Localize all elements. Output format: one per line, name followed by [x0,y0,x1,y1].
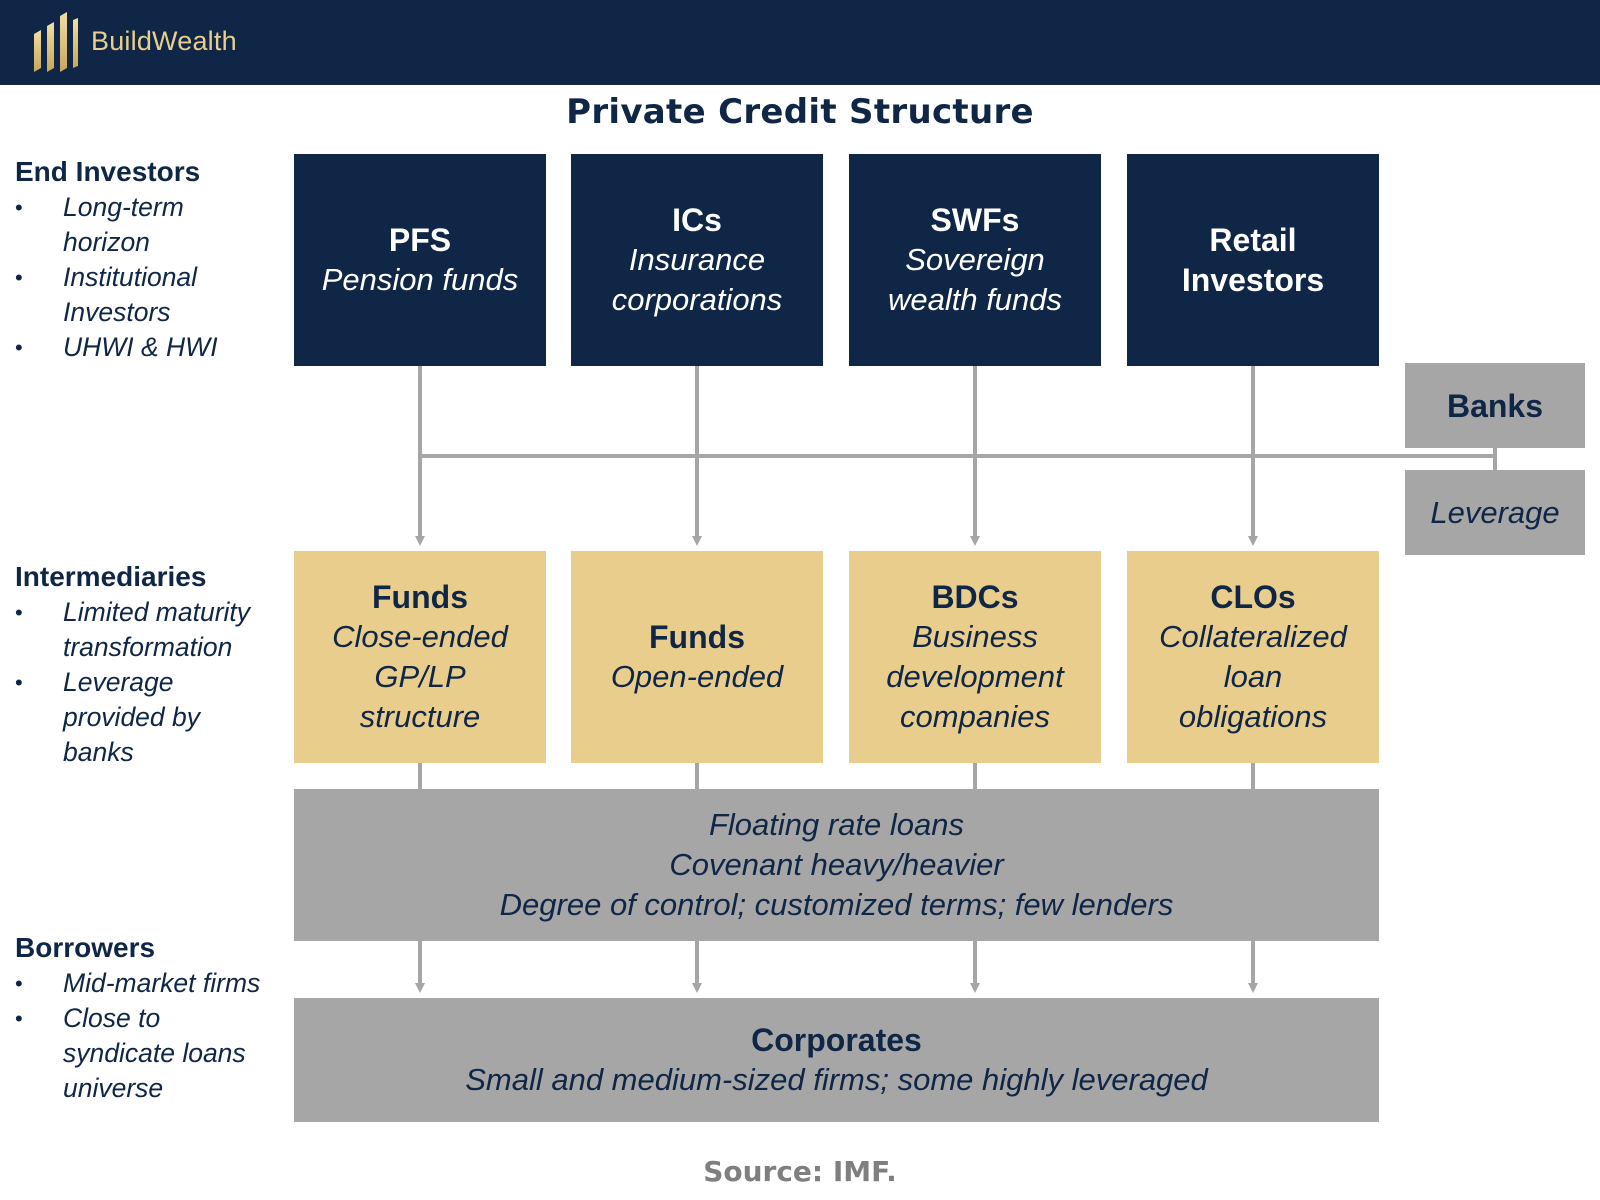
investor-box-swfs: SWFs Sovereign wealth funds [849,154,1101,366]
investor-title: PFS [388,222,452,258]
intermediary-title: Funds [372,579,468,615]
brand-name: BuildWealth [91,26,237,56]
intermediary-title: CLOs [1210,579,1296,615]
intermediary-box-bdcs: BDCs Business development companies [849,551,1101,763]
loans-characteristics-box: Floating rate loans Covenant heavy/heavi… [294,789,1379,941]
intermediary-subtitle: Collateralized loan obligations [1159,619,1347,734]
investor-box-retail: Retail Investors [1127,154,1379,366]
intermediaries-bullet: Leverage provided by banks [15,665,265,770]
page-title: Private Credit Structure [566,92,1034,132]
banks-label: Banks [1446,387,1544,424]
intermediaries-bullet: Limited maturity transformation [15,595,265,665]
intermediary-subtitle: Open-ended [610,659,784,694]
borrowers-section: Borrowers Mid-market firms Close to synd… [15,932,265,1106]
end-investors-bullet: Long-term horizon [15,190,265,260]
leverage-box: Leverage [1405,470,1585,555]
borrowers-bullet: Close to syndicate loans universe [15,1001,265,1106]
buildwealth-logo-icon [34,12,78,72]
intermediary-box-clos: CLOs Collateralized loan obligations [1127,551,1379,763]
intermediary-subtitle: Close-ended GP/LP structure [332,619,508,734]
intermediary-box-open-funds: Funds Open-ended [571,551,823,763]
intermediary-title: Funds [649,619,745,655]
loans-line: Floating rate loans [708,807,965,842]
intermediary-subtitle: Business development companies [886,619,1064,734]
intermediary-title: BDCs [931,579,1019,615]
source-note: Source: IMF. [703,1155,897,1188]
intermediaries-bullets: Limited maturity transformation Leverage… [15,595,265,770]
borrowers-bullets: Mid-market firms Close to syndicate loan… [15,966,265,1106]
banks-box: Banks [1405,363,1585,448]
investor-subtitle: Pension funds [321,262,519,297]
borrowers-heading: Borrowers [15,932,156,963]
investor-box-ics: ICs Insurance corporations [571,154,823,366]
end-investors-bullets: Long-term horizon Institutional Investor… [15,190,265,365]
investor-title: Retail Investors [1181,222,1325,298]
borrowers-bullet: Mid-market firms [15,966,265,1001]
end-investors-section: End Investors Long-term horizon Institut… [15,156,265,365]
corporates-box: Corporates Small and medium-sized firms;… [294,998,1379,1122]
intermediaries-section: Intermediaries Limited maturity transfor… [15,561,265,770]
loans-line: Degree of control; customized terms; few… [499,887,1174,922]
intermediary-box-closed-funds: Funds Close-ended GP/LP structure [294,551,546,763]
intermediaries-heading: Intermediaries [15,561,207,592]
leverage-label: Leverage [1430,494,1560,530]
investor-subtitle: Insurance corporations [611,242,783,317]
investor-title: SWFs [930,202,1020,238]
loans-line: Covenant heavy/heavier [669,847,1004,882]
header-bar: BuildWealth [0,0,1600,85]
corporates-title: Corporates [751,1022,922,1058]
end-investors-bullet: UHWI & HWI [15,330,265,365]
end-investors-heading: End Investors [15,156,201,187]
corporates-subtitle: Small and medium-sized firms; some highl… [465,1062,1208,1097]
investor-subtitle: Sovereign wealth funds [887,242,1063,317]
end-investors-bullet: Institutional Investors [15,260,265,330]
investor-box-pfs: PFS Pension funds [294,154,546,366]
investor-title: ICs [672,202,722,238]
